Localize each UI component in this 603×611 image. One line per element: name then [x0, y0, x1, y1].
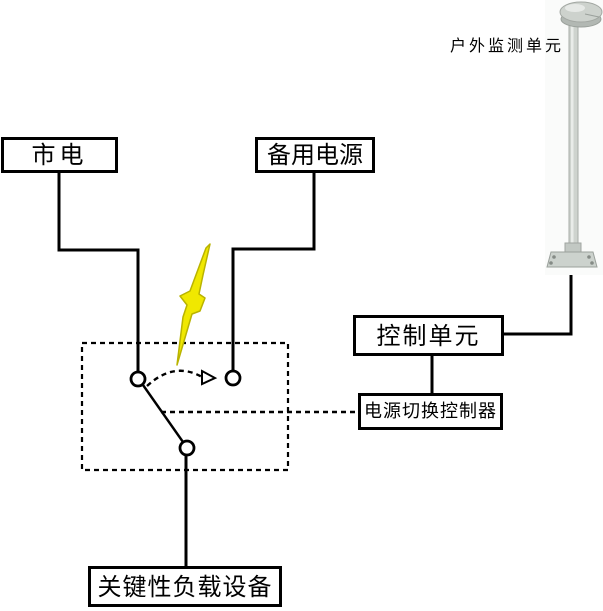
mains-power-box: 市电	[1, 137, 118, 173]
pole-base-plate	[546, 251, 598, 268]
mains-contact-node	[129, 370, 147, 388]
switch-direction-arc	[146, 369, 203, 387]
base-screw-icon	[590, 261, 594, 265]
backup-wire	[231, 173, 316, 372]
outdoor-monitoring-pole-image	[545, 0, 603, 275]
pole-head-seam	[584, 13, 600, 18]
arc-arrowhead-icon	[201, 369, 218, 386]
lightning-bolt-icon	[176, 243, 211, 366]
critical-load-box: 关键性负载设备	[88, 566, 282, 607]
outdoor-unit-caption: 户外监测单元	[450, 36, 565, 55]
control-to-pole-wire	[504, 271, 573, 336]
mains-power-label: 市电	[31, 141, 88, 169]
base-screw-icon	[552, 255, 556, 259]
base-screw-icon	[549, 261, 553, 265]
backup-power-box: 备用电源	[255, 137, 375, 173]
pole-shaft-highlight	[571, 20, 574, 248]
backup-contact-node	[224, 369, 242, 387]
critical-load-label: 关键性负载设备	[97, 572, 273, 601]
power-switch-controller-box: 电源切换控制器	[358, 393, 503, 430]
base-screw-icon	[587, 255, 591, 259]
pole-head-highlight	[565, 4, 585, 12]
mains-wire	[57, 173, 140, 373]
control-unit-box: 控制单元	[353, 315, 504, 356]
power-switch-controller-label: 电源切换控制器	[364, 400, 497, 422]
switch-arm	[142, 384, 184, 443]
control-unit-label: 控制单元	[376, 321, 481, 350]
pole-base-collar	[564, 242, 582, 253]
load-contact-node	[178, 439, 196, 457]
backup-power-label: 备用电源	[267, 141, 363, 169]
switch-enclosure-outline	[80, 341, 290, 472]
